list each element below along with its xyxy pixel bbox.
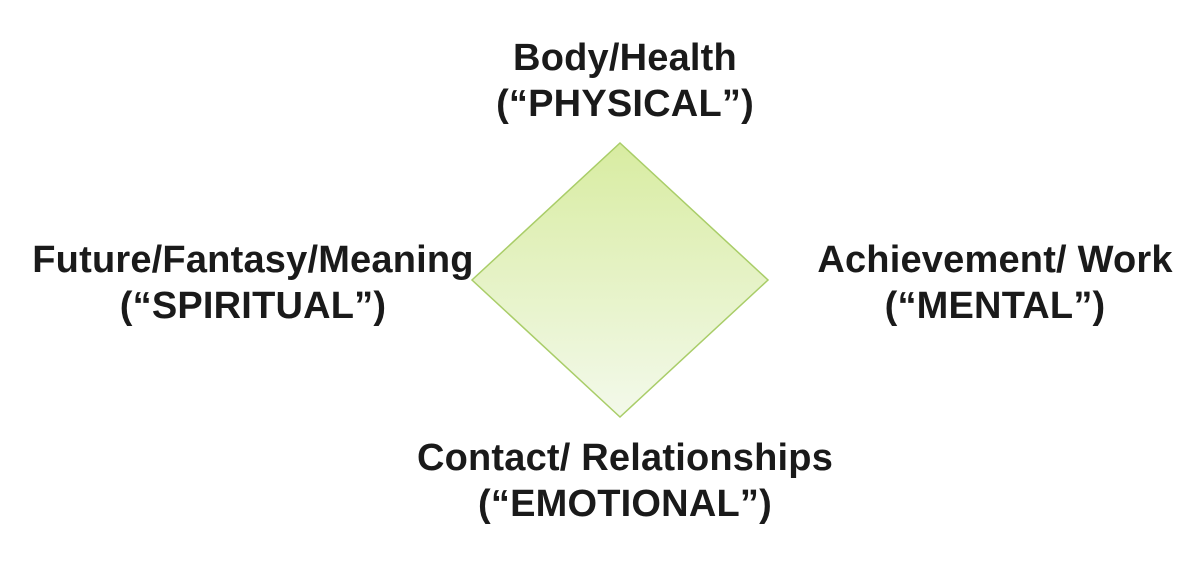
node-label-spiritual: Future/Fantasy/Meaning (“SPIRITUAL”) xyxy=(32,237,473,329)
node-subtitle: (“MENTAL”) xyxy=(884,285,1106,327)
node-title: Future/Fantasy/Meaning xyxy=(32,239,474,281)
node-title: Contact/ Relationships xyxy=(416,437,834,479)
node-title: Body/Health xyxy=(513,37,737,79)
node-label-mental: Achievement/ Work (“MENTAL”) xyxy=(817,237,1172,329)
node-subtitle: (“SPIRITUAL”) xyxy=(119,285,387,327)
node-label-emotional: Contact/ Relationships (“EMOTIONAL”) xyxy=(417,435,833,527)
diamond-shape xyxy=(470,141,770,419)
node-title: Achievement/ Work xyxy=(817,239,1173,281)
node-subtitle: (“EMOTIONAL”) xyxy=(478,483,772,525)
node-subtitle: (“PHYSICAL”) xyxy=(496,83,754,125)
node-label-physical: Body/Health (“PHYSICAL”) xyxy=(496,35,754,127)
